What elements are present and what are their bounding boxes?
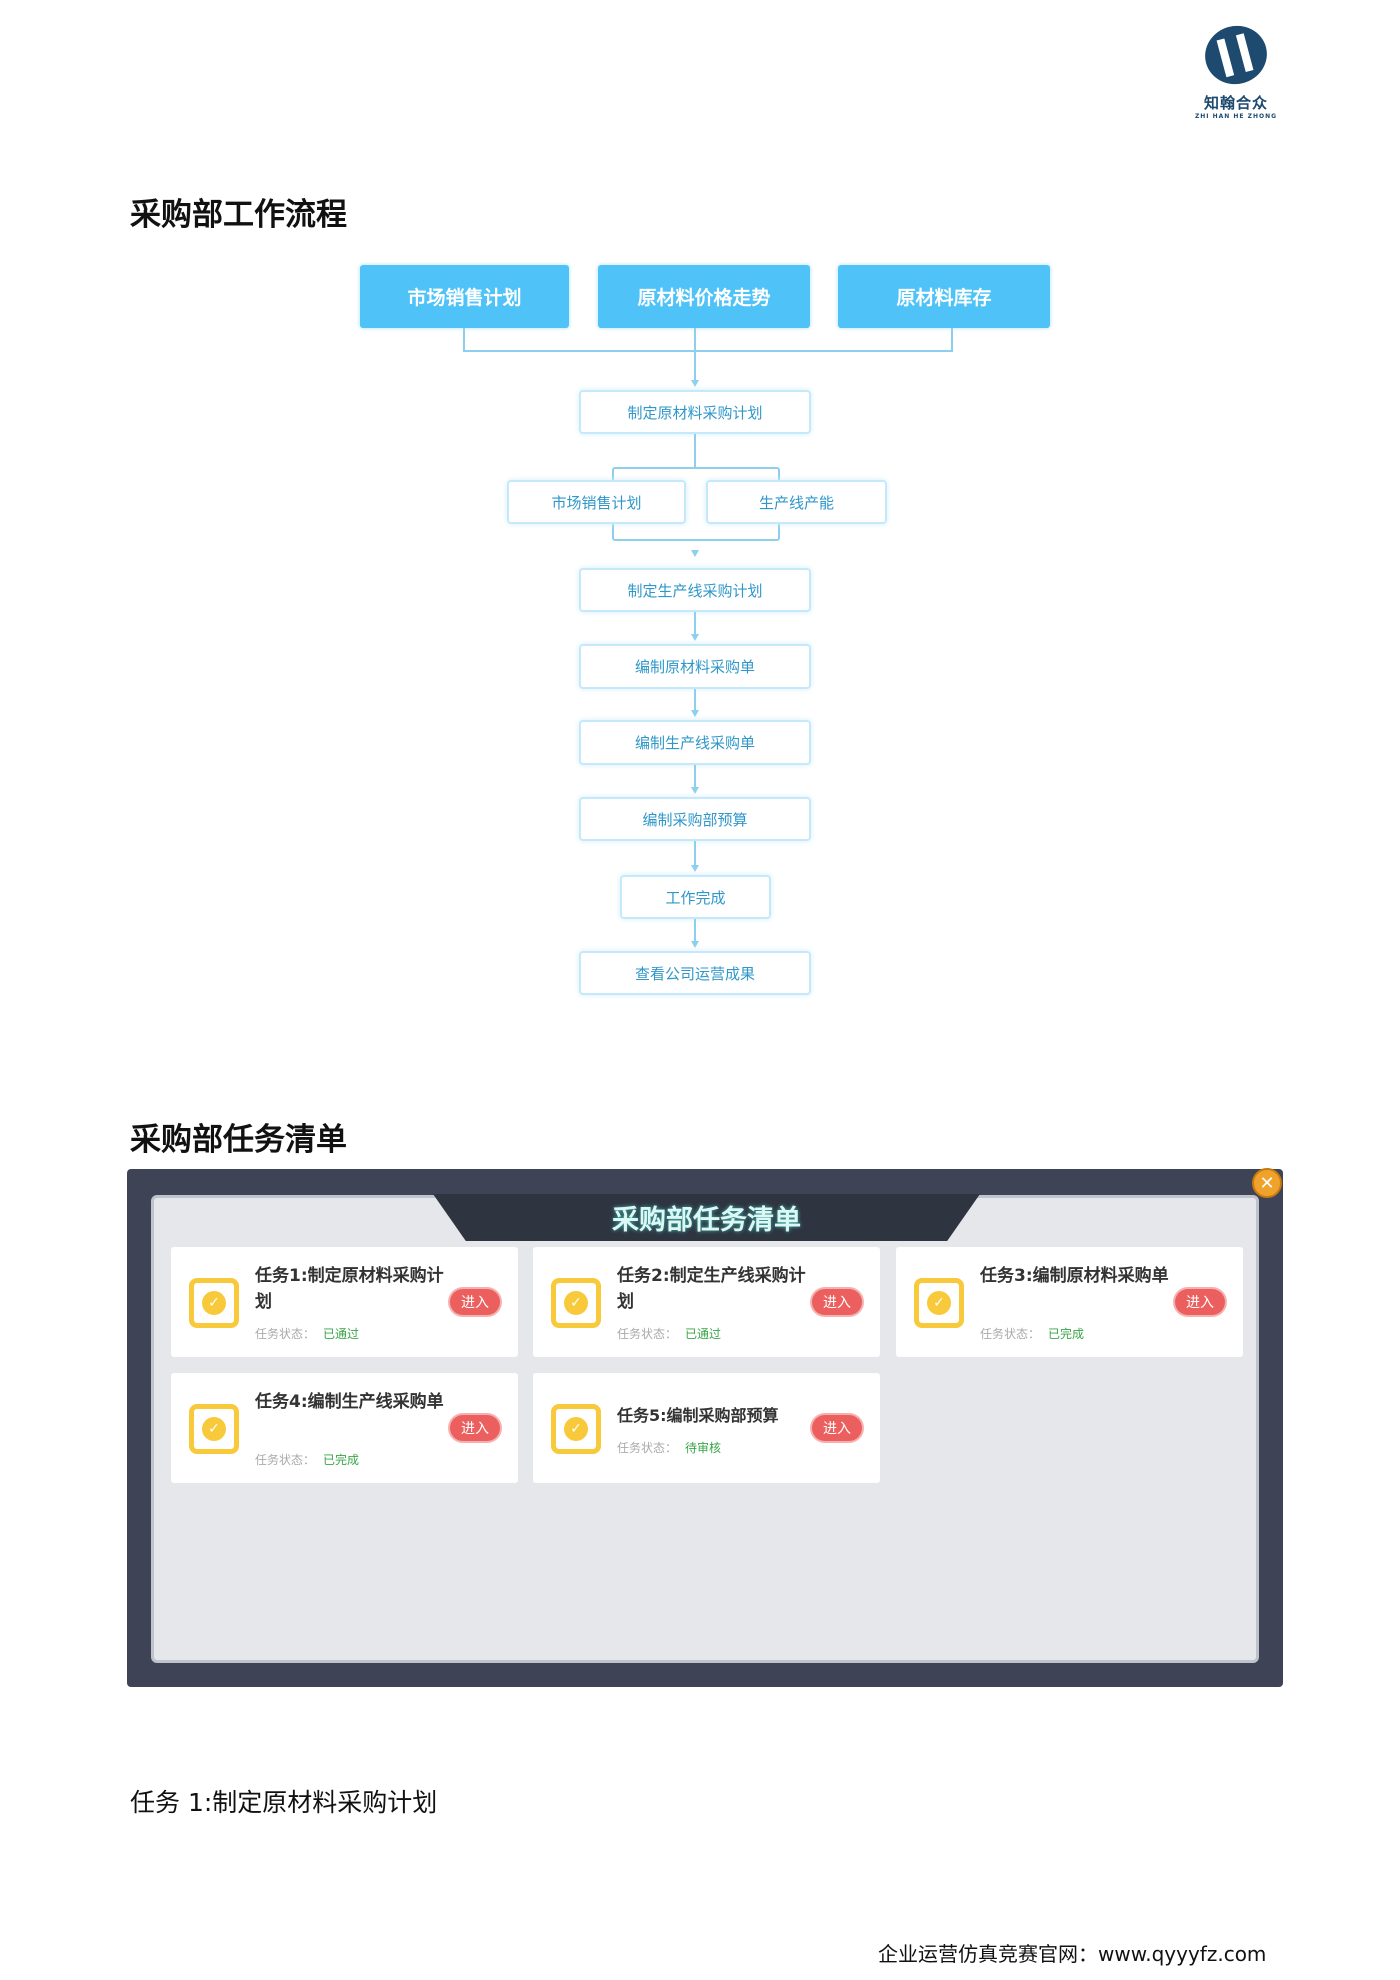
arrow-icon — [691, 865, 699, 872]
flow-pair-capacity: 生产线产能 — [706, 480, 887, 524]
task-card[interactable]: ✓ 任务4:编制生产线采购单 任务状态：已完成 进入 — [171, 1373, 518, 1483]
arrow-icon — [691, 550, 699, 557]
connector — [694, 841, 696, 867]
flow-step-line-plan: 制定生产线采购计划 — [579, 568, 811, 612]
task-check-icon: ✓ — [551, 1278, 601, 1328]
task-check-icon: ✓ — [189, 1278, 239, 1328]
task-status: 任务状态：已通过 — [255, 1327, 360, 1341]
task-check-icon: ✓ — [914, 1278, 964, 1328]
task-card[interactable]: ✓ 任务2:制定生产线采购计划 任务状态：已通过 进入 — [533, 1247, 880, 1357]
flow-step-raw-material-plan: 制定原材料采购计划 — [579, 390, 811, 434]
arrow-icon — [691, 634, 699, 641]
task-status: 任务状态：已完成 — [980, 1327, 1085, 1341]
flow-pair-sales-plan: 市场销售计划 — [507, 480, 686, 524]
task-card[interactable]: ✓ 任务5:编制采购部预算 任务状态：待审核 进入 — [533, 1373, 880, 1483]
connector — [694, 328, 696, 380]
enter-button[interactable]: 进入 — [450, 1289, 500, 1315]
arrow-icon — [691, 787, 699, 794]
task-check-icon: ✓ — [189, 1404, 239, 1454]
flow-input-sales-plan: 市场销售计划 — [360, 265, 569, 328]
task-title: 任务5:编制采购部预算 — [617, 1406, 779, 1425]
enter-button[interactable]: 进入 — [812, 1415, 862, 1441]
flow-step-budget: 编制采购部预算 — [579, 797, 811, 841]
section-title-workflow: 采购部工作流程 — [130, 197, 347, 233]
task-title: 任务2:制定生产线采购计划 — [617, 1266, 806, 1312]
logo-cn: 知翰合众 — [1203, 94, 1268, 112]
connector — [694, 689, 696, 712]
connector — [694, 765, 696, 789]
company-logo: 知翰合众 ZHI HAN HE ZHONG — [1186, 18, 1286, 120]
task-card[interactable]: ✓ 任务3:编制原材料采购单 任务状态：已完成 进入 — [896, 1247, 1243, 1357]
enter-button[interactable]: 进入 — [812, 1289, 862, 1315]
task-status: 任务状态：已完成 — [255, 1453, 360, 1467]
task-title: 任务3:编制原材料采购单 — [980, 1266, 1169, 1286]
connector — [951, 328, 953, 351]
flow-step-done: 工作完成 — [620, 875, 771, 919]
panel-title: 采购部任务清单 — [433, 1194, 980, 1241]
flow-step-results: 查看公司运营成果 — [579, 951, 811, 995]
task-card[interactable]: ✓ 任务1:制定原材料采购计划 任务状态：已通过 进入 — [171, 1247, 518, 1357]
flow-input-price-trend: 原材料价格走势 — [598, 265, 810, 328]
task-title: 任务4:编制生产线采购单 — [255, 1392, 444, 1412]
connector — [694, 919, 696, 943]
arrow-icon — [691, 380, 699, 387]
arrow-icon — [691, 710, 699, 717]
footer-website: 企业运营仿真竞赛官网：www.qyyyfz.com — [878, 1942, 1267, 1966]
logo-mark-icon — [1198, 18, 1274, 92]
task-status: 任务状态：已通过 — [617, 1327, 722, 1341]
enter-button[interactable]: 进入 — [1175, 1289, 1225, 1315]
close-button[interactable]: ✕ — [1252, 1168, 1282, 1198]
connector — [694, 612, 696, 636]
connector — [694, 434, 696, 467]
logo-en: ZHI HAN HE ZHONG — [1194, 113, 1278, 120]
enter-button[interactable]: 进入 — [450, 1415, 500, 1441]
flow-input-inventory: 原材料库存 — [838, 265, 1050, 328]
arrow-icon — [691, 941, 699, 948]
section-title-tasks: 采购部任务清单 — [130, 1122, 347, 1158]
connector — [463, 350, 953, 352]
task1-heading: 任务 1:制定原材料采购计划 — [130, 1788, 438, 1817]
task-check-icon: ✓ — [551, 1404, 601, 1454]
task-title: 任务1:制定原材料采购计划 — [255, 1266, 444, 1312]
connector — [463, 328, 465, 351]
flow-step-raw-order: 编制原材料采购单 — [579, 644, 811, 689]
flow-step-line-order: 编制生产线采购单 — [579, 720, 811, 765]
task-status: 任务状态：待审核 — [617, 1441, 722, 1455]
